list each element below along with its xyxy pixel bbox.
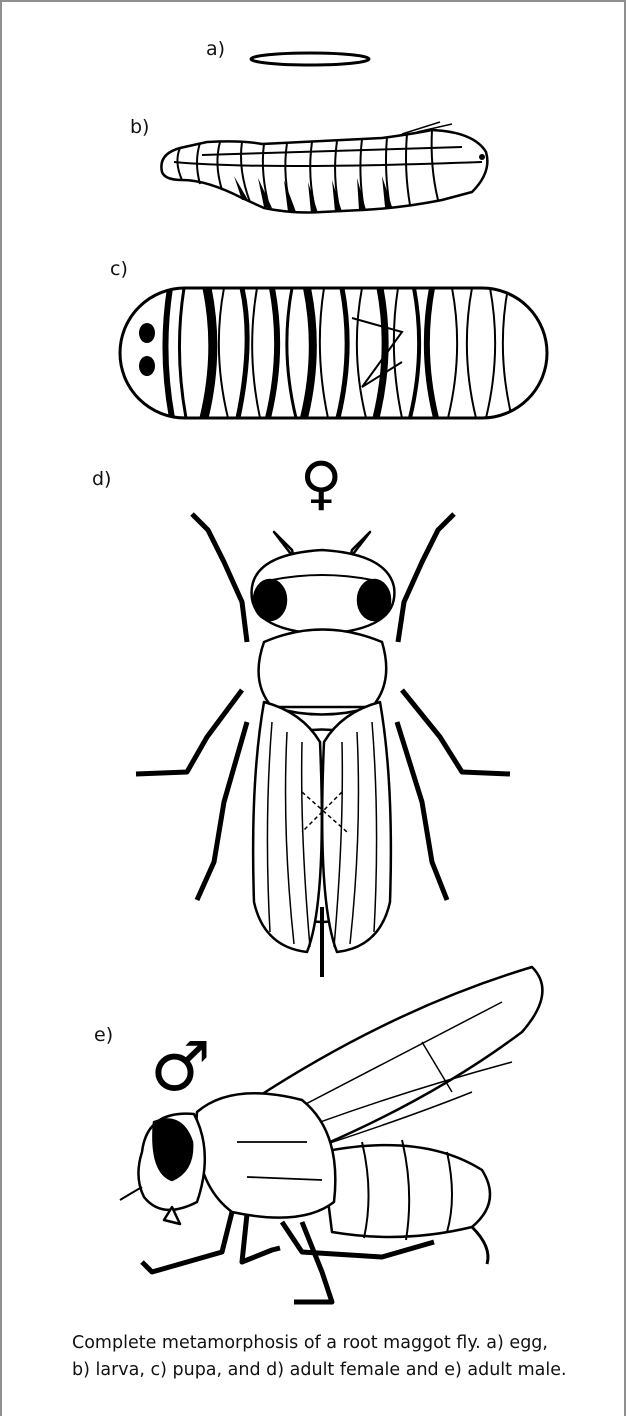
male-fly-illustration [120,967,542,1302]
caption-line-1: Complete metamorphosis of a root maggot … [72,1330,612,1357]
egg-illustration [251,53,369,65]
female-fly-illustration [136,514,510,977]
label-male: e) [94,1024,113,1046]
label-egg: a) [206,38,225,60]
pupa-illustration [120,288,547,418]
figure-caption: Complete metamorphosis of a root maggot … [72,1330,612,1384]
female-symbol-icon: ♀ [300,454,342,512]
label-pupa: c) [110,258,128,280]
label-larva: b) [130,116,149,138]
male-symbol-icon: ♂ [150,1034,211,1102]
caption-line-2: b) larva, c) pupa, and d) adult female a… [72,1357,612,1384]
larva-illustration [161,122,487,213]
label-female: d) [92,468,111,490]
